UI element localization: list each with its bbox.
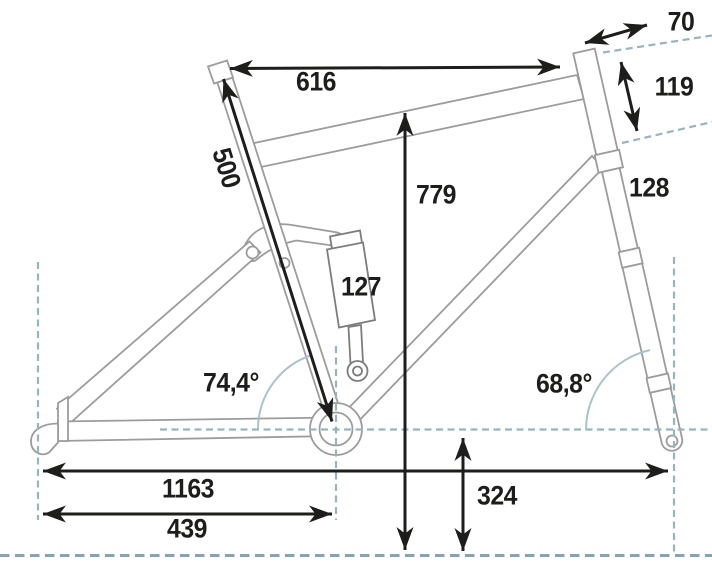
dim-seat-tube-line — [222, 78, 334, 422]
label-stem-offset: 70 — [667, 6, 695, 37]
rear-dropout-plate — [57, 395, 69, 442]
dim-stem-line — [584, 23, 648, 45]
head-bottom-guide — [621, 120, 712, 145]
shock-eyelet-hole — [352, 365, 363, 377]
rear-shock — [325, 229, 377, 382]
dim-head-tube-line — [617, 61, 641, 132]
label-bb-height: 324 — [476, 480, 518, 511]
dimension-arrows — [43, 23, 668, 551]
fork-crown — [593, 148, 625, 174]
label-fork-lower-length: 128 — [628, 172, 670, 203]
head-top-guide — [602, 34, 712, 54]
label-shock-length: 127 — [340, 271, 382, 302]
shock-body — [325, 241, 377, 329]
label-head-tube-angle: 68,8° — [536, 368, 592, 399]
label-chainstay-length: 439 — [166, 513, 208, 544]
fork-lower-leg — [621, 262, 669, 380]
head-tube — [572, 47, 619, 156]
label-seat-tube-angle: 74,4° — [203, 367, 259, 398]
dim-top-tube-line — [229, 58, 561, 77]
label-head-tube-length: 119 — [654, 71, 694, 102]
guide-lines — [36, 34, 712, 554]
front-axle — [665, 434, 679, 448]
rocker-pivot-rear — [245, 245, 260, 260]
label-seat-height: 779 — [415, 179, 457, 210]
shock-rod — [347, 323, 364, 366]
head-angle-arc — [585, 349, 651, 431]
rear-dropout-hook — [30, 422, 59, 456]
label-wheelbase: 1163 — [161, 473, 215, 504]
seat-tube-cap — [206, 59, 235, 85]
label-top-tube-horizontal: 616 — [295, 66, 337, 97]
